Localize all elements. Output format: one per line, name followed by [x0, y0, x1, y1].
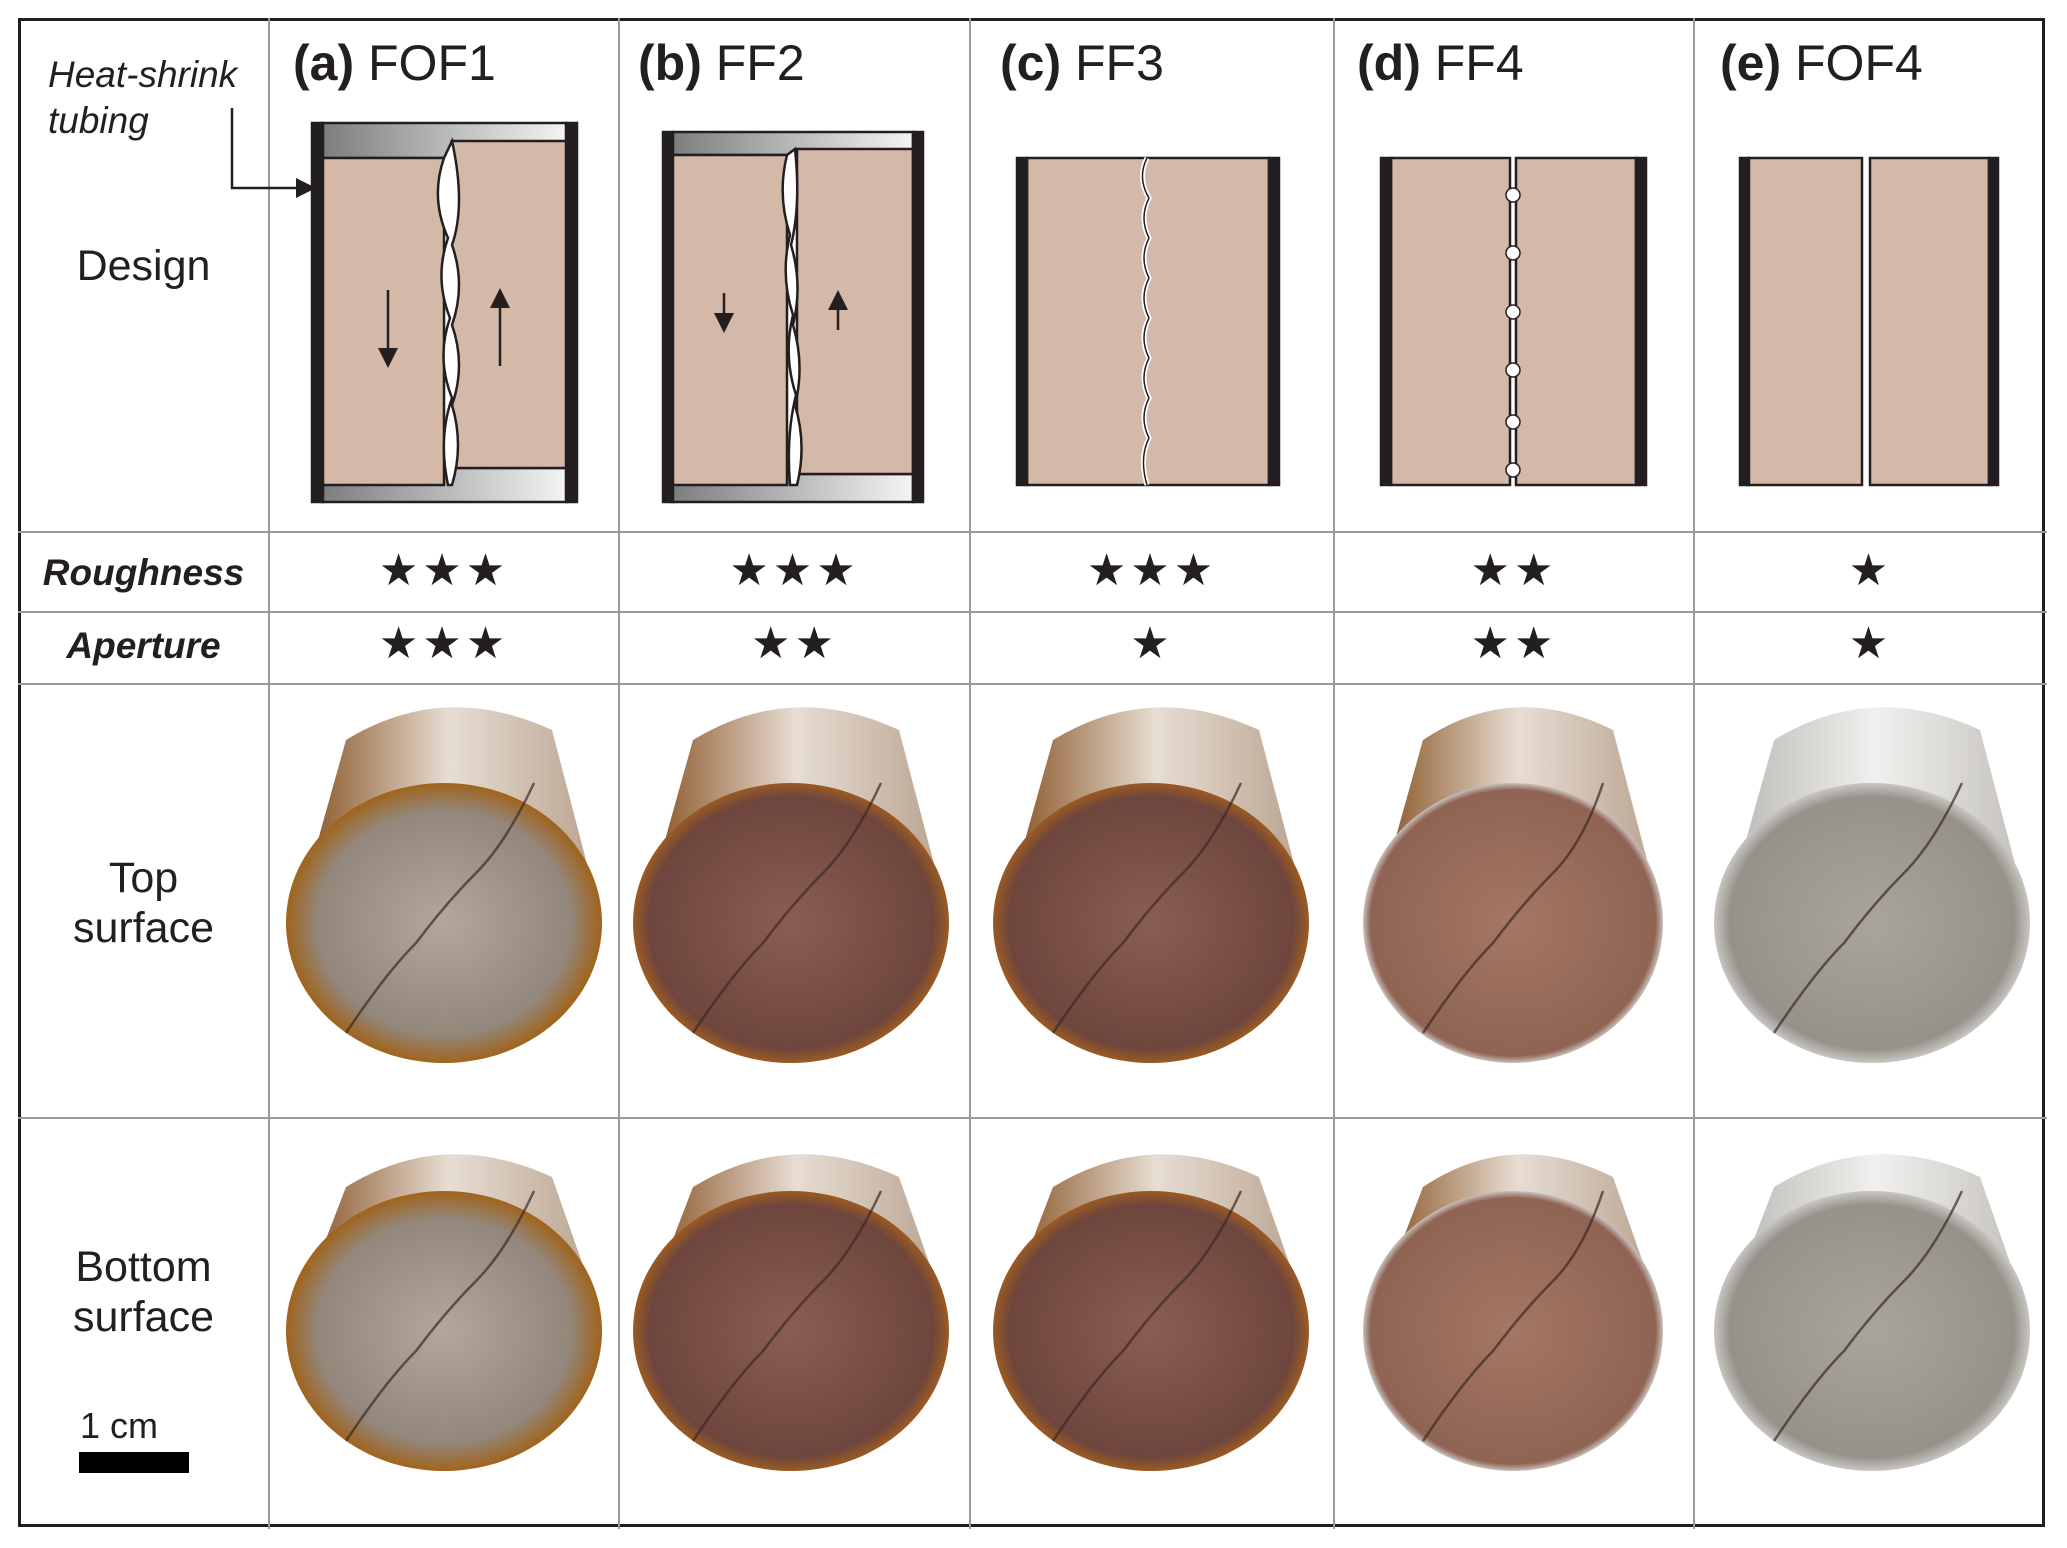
annotation-line1: Heat-shrink: [48, 54, 238, 95]
figure-table-frame: [18, 18, 2045, 1527]
column-divider: [268, 18, 270, 1529]
column-header-b: (b) FF2: [638, 35, 805, 91]
column-header-a: (a) FOF1: [293, 35, 496, 91]
fracture-trace: [1772, 782, 1964, 1034]
annotation-line2: tubing: [48, 100, 149, 141]
fracture-trace: [344, 1190, 536, 1442]
design-fof1: [310, 121, 579, 504]
annotation-arrow: [230, 108, 316, 198]
row-divider: [18, 611, 2047, 613]
bottom-surface-photo-ff2: [633, 1191, 949, 1471]
fracture-trace: [1051, 1190, 1243, 1442]
row-label-design: Design: [76, 242, 211, 290]
bottom-surface-photo-ff4: [1363, 1191, 1663, 1471]
heat-shrink-annotation: Heat-shrink tubing: [48, 52, 237, 144]
row-label-aperture: Aperture: [66, 625, 221, 666]
row-divider: [18, 531, 2047, 533]
top-surface-photo-ff3: [993, 783, 1309, 1063]
row-divider: [18, 1117, 2047, 1119]
aperture-rating-ff2: ★★: [751, 619, 838, 668]
row-divider: [18, 683, 2047, 685]
column-header-e: (e) FOF4: [1720, 35, 1923, 91]
design-fof4: [1738, 156, 2000, 487]
column-header-c: (c) FF3: [1000, 35, 1164, 91]
fracture-trace: [1421, 782, 1605, 1034]
bottom-surface-photo-fof1: [286, 1191, 602, 1471]
aperture-rating-fof1: ★★★: [378, 619, 510, 668]
column-divider: [618, 18, 620, 1529]
column-divider: [969, 18, 971, 1529]
top-surface-photo-ff2: [633, 783, 949, 1063]
fracture-trace: [344, 782, 536, 1034]
top-surface-photo-fof4: [1714, 783, 2030, 1063]
roughness-rating-fof1: ★★★: [378, 546, 510, 595]
design-ff2: [661, 130, 925, 504]
aperture-rating-ff4: ★★: [1470, 619, 1558, 668]
top-surface-photo-ff4: [1363, 783, 1663, 1063]
fracture-trace: [1772, 1190, 1964, 1442]
column-divider: [1333, 18, 1335, 1529]
aperture-rating-fof4: ★: [1848, 619, 1893, 668]
roughness-rating-ff4: ★★: [1470, 546, 1558, 595]
top-surface-photo-fof1: [286, 783, 602, 1063]
column-divider: [1693, 18, 1695, 1529]
fracture-trace: [1051, 782, 1243, 1034]
roughness-rating-ff3: ★★★: [1086, 546, 1218, 595]
fracture-trace: [691, 782, 883, 1034]
column-header-d: (d) FF4: [1357, 35, 1524, 91]
bottom-surface-photo-ff3: [993, 1191, 1309, 1471]
fracture-trace: [691, 1190, 883, 1442]
roughness-rating-ff2: ★★★: [729, 546, 860, 595]
scale-bar-label: 1 cm: [80, 1405, 159, 1446]
scale-bar: [79, 1452, 189, 1473]
roughness-rating-fof4: ★: [1848, 546, 1893, 595]
aperture-rating-ff3: ★: [1130, 619, 1174, 668]
design-ff4: [1379, 156, 1648, 487]
fracture-trace: [1421, 1190, 1605, 1442]
bottom-surface-photo-fof4: [1714, 1191, 2030, 1471]
design-ff3: [1015, 156, 1281, 487]
row-label-roughness: Roughness: [42, 552, 245, 593]
